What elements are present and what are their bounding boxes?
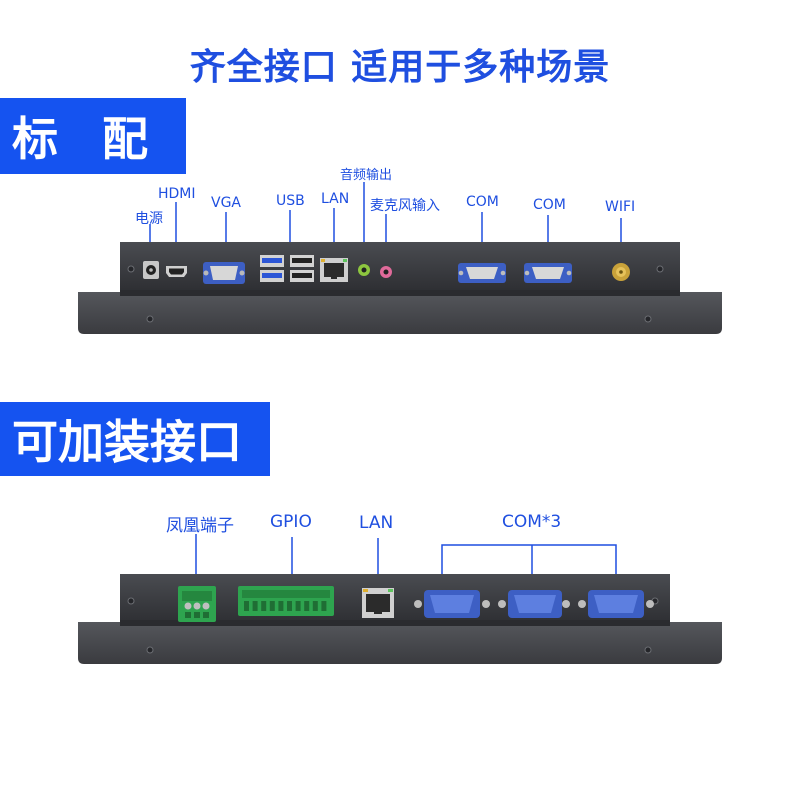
hdmi-port-icon [166, 266, 187, 277]
mic-in-jack-icon [380, 266, 392, 278]
label-wifi: WIFI [605, 199, 636, 215]
com-port-a-icon [414, 590, 490, 618]
label-com-1: COM [466, 194, 499, 210]
optional-banner: 可加装接口 [0, 402, 270, 476]
gpio-pin [278, 601, 284, 611]
gpio-pin [321, 601, 327, 611]
label-lan-optional: LAN [359, 513, 394, 533]
label-power: 电源 [135, 211, 163, 227]
power-jack-icon [143, 261, 159, 279]
standard-banner: 标 配 [0, 98, 186, 174]
gpio-pin [312, 601, 318, 611]
gpio-pin [252, 601, 258, 611]
com-port-2-icon [524, 263, 572, 283]
phoenix-terminal-icon [178, 586, 216, 622]
gpio-pin [244, 601, 249, 611]
label-audio-out: 音频输出 [340, 168, 393, 183]
label-vga: VGA [211, 195, 242, 211]
gpio-pin [261, 601, 267, 611]
com-port-b-icon [498, 590, 570, 618]
label-com-2: COM [533, 197, 566, 213]
chassis-base-optional [78, 622, 722, 664]
label-gpio: GPIO [270, 512, 312, 532]
vga-port-icon [203, 262, 245, 284]
label-mic-in: 麦克风输入 [370, 198, 440, 214]
headline: 齐全接口 适用于多种场景 [189, 47, 611, 88]
label-lan: LAN [321, 191, 350, 207]
audio-out-jack-icon [358, 264, 370, 276]
gpio-pin [269, 601, 275, 611]
label-usb: USB [276, 193, 305, 209]
usb-ports-icon [260, 255, 314, 282]
gpio-pin [295, 601, 301, 611]
lan-port-icon [320, 258, 348, 282]
wifi-antenna-icon [612, 263, 630, 281]
gpio-pin [287, 601, 292, 611]
optional-io-panel [78, 534, 722, 664]
label-com-x3: COM*3 [502, 512, 562, 532]
gpio-pin [304, 601, 310, 611]
com-port-c-icon [578, 590, 654, 618]
chassis-base [78, 292, 722, 334]
standard-io-panel [78, 182, 722, 334]
com-port-1-icon [458, 263, 506, 283]
label-hdmi: HDMI [158, 186, 196, 202]
lan-port-optional-icon [362, 588, 394, 618]
label-phoenix-terminal: 凤凰端子 [166, 516, 234, 536]
gpio-terminal-icon [238, 586, 334, 616]
